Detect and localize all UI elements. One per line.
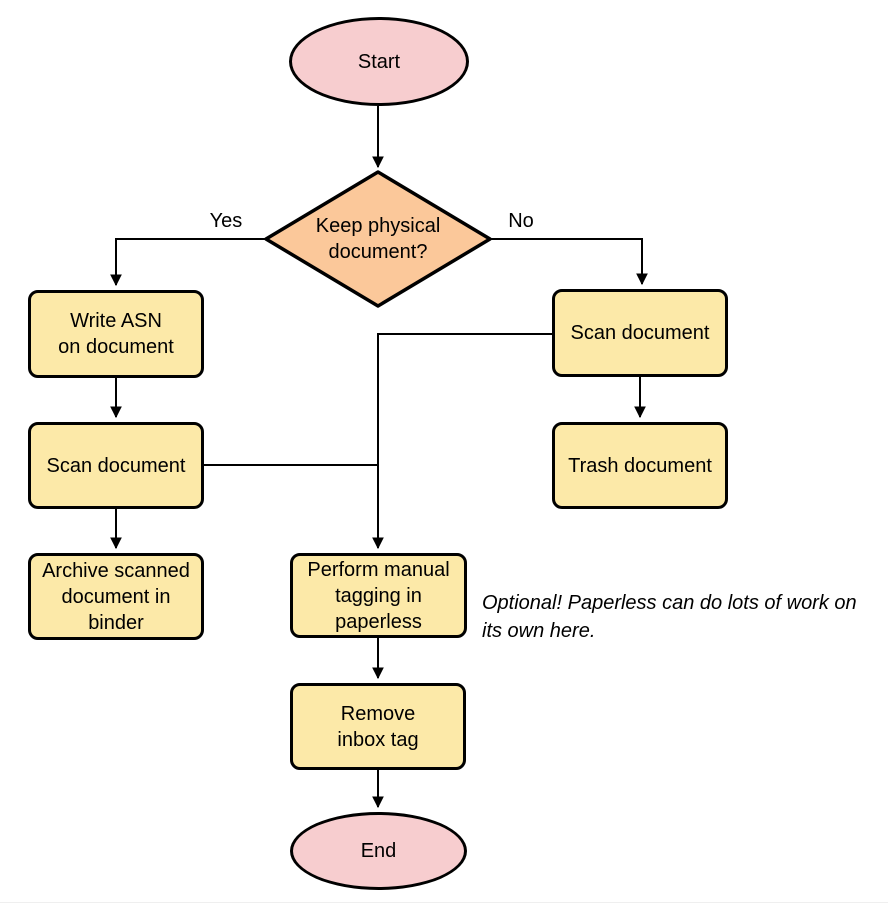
edge-label-no: No bbox=[505, 210, 537, 232]
annotation-line: its own here. bbox=[482, 620, 596, 642]
node-label-line: Keep physical bbox=[315, 215, 441, 237]
node-label-line: Archive scanned bbox=[42, 559, 190, 582]
trash-document-node: Trash document bbox=[552, 422, 728, 509]
perform-tagging-node: Perform manual tagging in paperless bbox=[290, 553, 467, 638]
remove-inbox-tag-node: Remove inbox tag bbox=[290, 683, 466, 770]
node-label-line: Start bbox=[357, 50, 401, 73]
write-asn-node: Write ASN on document bbox=[28, 290, 204, 378]
edge-label-yes: Yes bbox=[206, 210, 246, 232]
end-node: End bbox=[290, 812, 467, 890]
node-label-line: paperless bbox=[335, 610, 422, 633]
decision-diamond-shape bbox=[264, 170, 492, 308]
node-label-line: on document bbox=[58, 336, 174, 358]
node-label-line: binder bbox=[88, 611, 144, 634]
node-label-line: Trash document bbox=[568, 454, 712, 477]
start-node: Start bbox=[289, 17, 469, 106]
node-label-line: Scan document bbox=[46, 454, 186, 477]
archive-document-node: Archive scanned document in binder bbox=[28, 553, 204, 640]
bottom-divider bbox=[0, 902, 888, 903]
annotation-line: Optional! Paperless can do lots of work … bbox=[482, 592, 857, 614]
node-label-line: End bbox=[360, 840, 397, 862]
edge-decision-no-to-scan-right bbox=[490, 238, 648, 286]
edge-scan-right-to-perform bbox=[372, 333, 552, 550]
edge-decision-yes-to-write-asn bbox=[110, 238, 266, 287]
scan-document-right-node: Scan document bbox=[552, 289, 728, 377]
scan-document-left-node: Scan document bbox=[28, 422, 204, 509]
node-label-line: Remove bbox=[340, 702, 416, 725]
node-label-line: inbox tag bbox=[337, 728, 419, 751]
node-label-line: Write ASN bbox=[70, 310, 162, 332]
node-label-line: tagging in bbox=[335, 584, 422, 607]
decision-node: Keep physical document? bbox=[266, 172, 490, 306]
annotation-note: Optional! Paperless can do lots of work … bbox=[482, 589, 857, 645]
node-label-line: Scan document bbox=[570, 322, 710, 344]
node-label-line: document? bbox=[328, 241, 428, 263]
node-label-line: document in bbox=[61, 585, 171, 608]
node-label-line: Perform manual bbox=[307, 558, 450, 581]
